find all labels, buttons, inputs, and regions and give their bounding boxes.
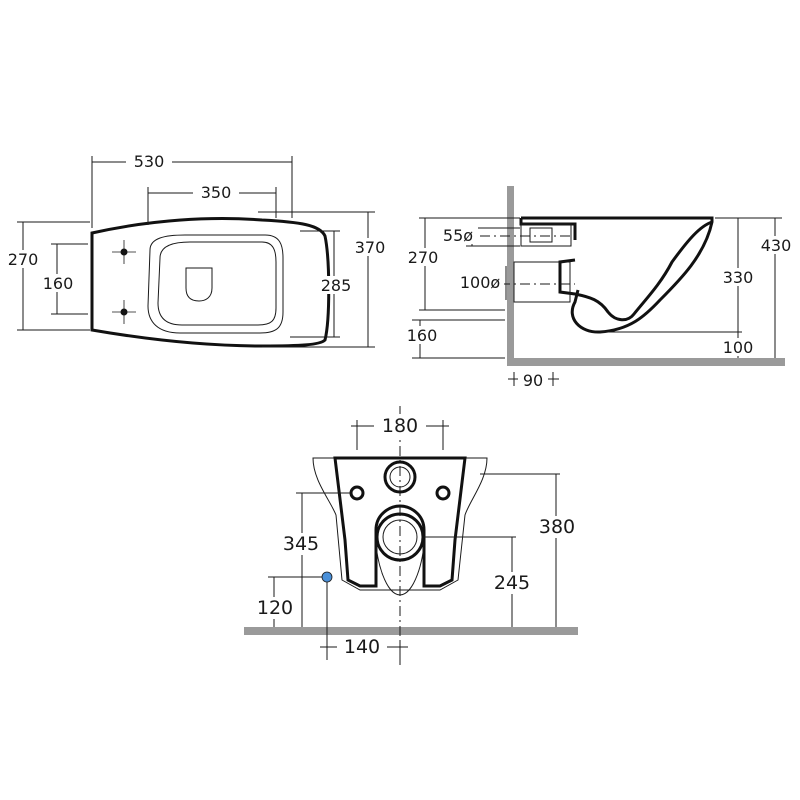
dim-supply-height: 120 xyxy=(257,597,293,619)
side-view: 270 55ø 100ø 160 430 330 100 xyxy=(402,186,796,390)
dim-fixing-spacing: 160 xyxy=(43,274,74,293)
dim-side-height: 270 xyxy=(408,248,439,267)
dim-overall-width: 370 xyxy=(355,238,386,257)
top-view-outline xyxy=(90,217,331,348)
inlet-fitting xyxy=(520,223,572,247)
top-view-seat-inner xyxy=(157,241,277,326)
outlet-circle-inner-icon xyxy=(382,519,418,555)
side-floor xyxy=(507,358,785,366)
dim-outlet-diameter: 100ø xyxy=(460,273,501,292)
front-view: 180 380 345 245 120 140 xyxy=(244,406,579,665)
front-view-inner-body xyxy=(333,456,467,588)
fixing-hole-right-icon xyxy=(435,485,451,501)
dim-overall-length: 530 xyxy=(134,152,165,171)
dim-rear-width: 270 xyxy=(8,250,39,269)
front-view-outlet-neck xyxy=(375,539,425,596)
dim-fixing-width: 180 xyxy=(382,415,418,437)
wall xyxy=(507,186,514,364)
fixing-hole-left-icon xyxy=(349,485,365,501)
dim-front-outlet-height: 245 xyxy=(494,572,530,594)
water-supply-point-icon xyxy=(321,571,333,583)
outlet-circle-icon xyxy=(375,512,425,562)
inlet-fitting-inner xyxy=(529,227,553,243)
dim-seat-length: 350 xyxy=(201,183,232,202)
dim-bowl-height: 330 xyxy=(723,268,754,287)
inlet-circle-inner-icon xyxy=(389,466,411,488)
dim-base-offset: 100 xyxy=(723,338,754,357)
dim-front-fixing-height: 345 xyxy=(283,533,319,555)
side-view-outline xyxy=(519,216,714,334)
dim-supply-offset: 140 xyxy=(344,636,380,658)
dim-front-overall-height: 380 xyxy=(539,516,575,538)
top-view: 530 350 370 285 270 160 xyxy=(4,152,388,348)
dim-wall-offset: 90 xyxy=(523,371,543,390)
front-floor xyxy=(244,627,578,635)
outlet-fitting xyxy=(513,261,571,303)
top-view-flush-opening xyxy=(185,267,213,302)
dim-side-outlet-height: 160 xyxy=(407,326,438,345)
dim-side-overall-height: 430 xyxy=(761,236,792,255)
front-view-outer-body xyxy=(312,457,488,591)
dim-bowl-width: 285 xyxy=(321,276,352,295)
dim-inlet-diameter: 55ø xyxy=(443,226,473,245)
inlet-circle-icon xyxy=(383,460,417,494)
side-view-trap xyxy=(558,220,713,322)
top-view-seat xyxy=(147,234,284,334)
